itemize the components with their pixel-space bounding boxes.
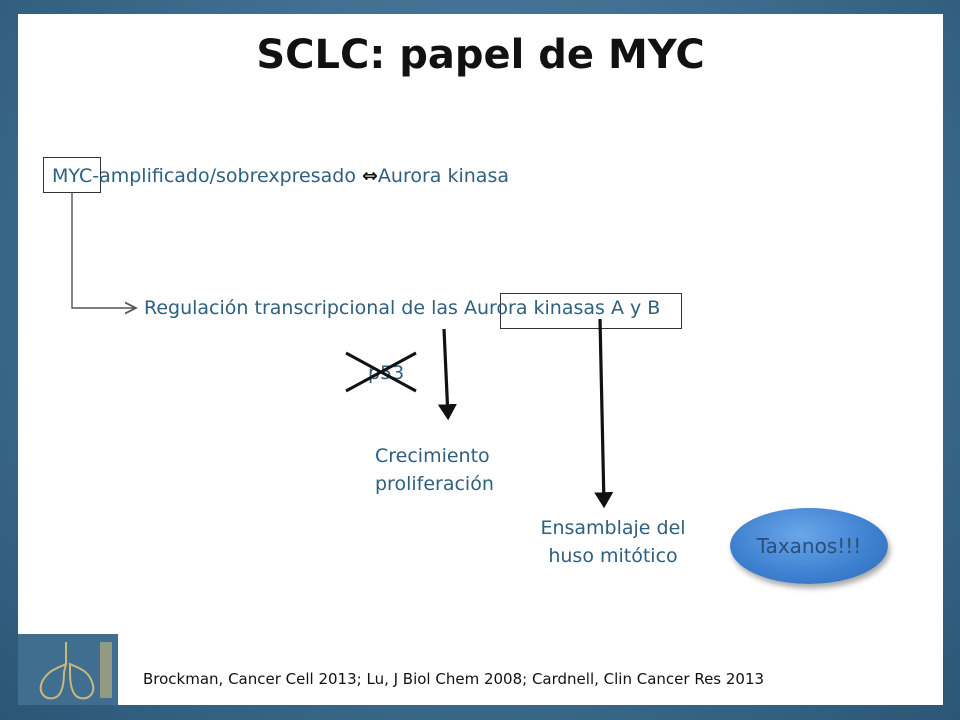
citation-footer: Brockman, Cancer Cell 2013; Lu, J Biol C… bbox=[143, 670, 765, 688]
taxanos-ellipse: Taxanos!!! bbox=[730, 508, 888, 584]
aurora-highlight-box bbox=[500, 293, 682, 329]
bidirectional-arrow-icon: ⇔ bbox=[362, 165, 378, 187]
myc-connector-arrow bbox=[71, 192, 136, 308]
slide-canvas: SCLC: papel de MYC MYC-amplificado/sobre… bbox=[18, 14, 943, 705]
p53-cross-line-b bbox=[345, 351, 417, 393]
myc-label: MYC bbox=[52, 165, 93, 187]
aurora-ab-label: Aurora kinasas A bbox=[463, 297, 624, 319]
slide-title: SCLC: papel de MYC bbox=[256, 32, 705, 78]
regulation-prefix: Regulación transcripcional de las bbox=[144, 297, 464, 319]
growth-proliferation-label: Crecimiento proliferación bbox=[375, 445, 494, 495]
aurora-kinasa-label: Aurora kinasa bbox=[377, 165, 509, 187]
spindle-arrow bbox=[594, 318, 614, 509]
taxanos-label: Taxanos!!! bbox=[756, 534, 862, 558]
spindle-assembly-label: Ensamblaje del huso mitótico bbox=[540, 517, 686, 567]
diagram-arrows bbox=[71, 192, 614, 509]
group-logo bbox=[18, 634, 118, 705]
regulation-suffix: y B bbox=[623, 297, 661, 319]
transcriptional-regulation-line: Regulación transcripcional de las Aurora… bbox=[144, 297, 660, 319]
growth-arrow bbox=[437, 328, 458, 421]
myc-amplification-line: MYC-amplificado/sobrexpresado ⇔Aurora ki… bbox=[52, 165, 509, 187]
amplified-label: -amplificado/sobrexpresado bbox=[92, 165, 362, 187]
lungs-logo-icon bbox=[18, 634, 118, 705]
